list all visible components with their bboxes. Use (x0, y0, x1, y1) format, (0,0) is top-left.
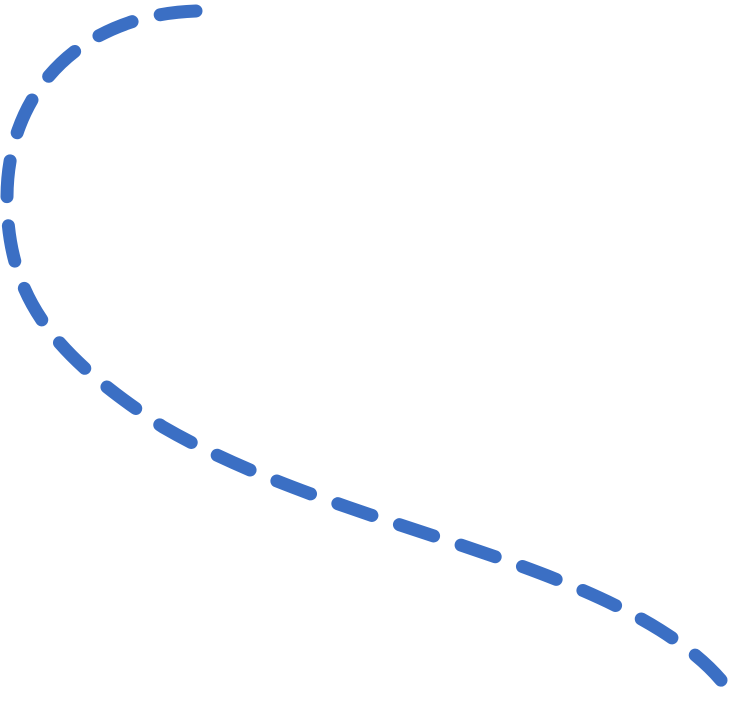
dashed-curve-path (0, 4, 732, 692)
